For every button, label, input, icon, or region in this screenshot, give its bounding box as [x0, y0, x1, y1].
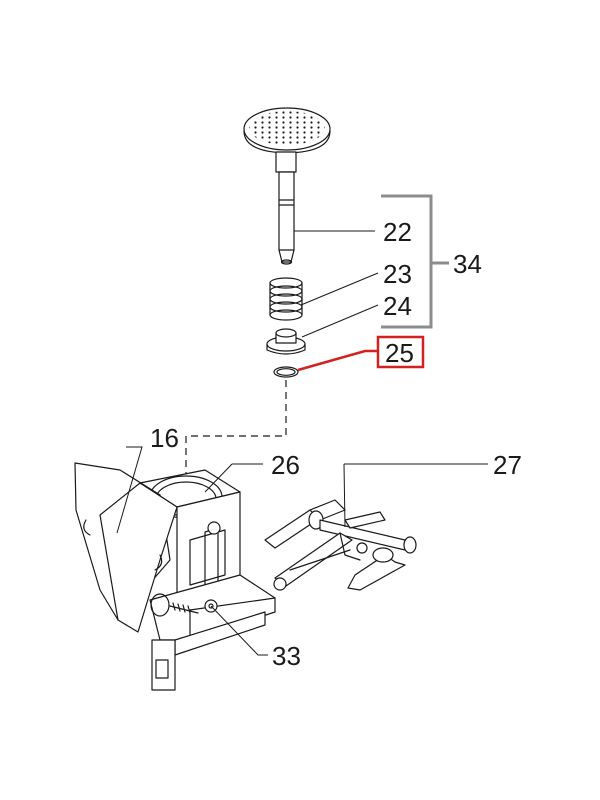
part-22-shower-plunger: [243, 107, 331, 265]
part-27-lever-assembly: [264, 499, 417, 591]
part-25-o-ring: [273, 366, 299, 378]
highlight-box-25: [376, 335, 425, 369]
label-22: 22: [383, 217, 412, 247]
label-25: 25: [385, 338, 414, 368]
label-26: 26: [271, 450, 300, 480]
label-27: 27: [493, 450, 522, 480]
part-16-shutter: [74, 462, 178, 633]
part-24-seat: [266, 328, 306, 355]
label-23: 23: [383, 259, 412, 289]
label-33: 33: [272, 641, 301, 671]
label-24: 24: [383, 291, 412, 321]
leader-lines: [116, 230, 488, 656]
label-34: 34: [453, 249, 482, 279]
part-23-spring: [269, 277, 303, 321]
label-16: 16: [150, 423, 179, 453]
assembly-line: [185, 380, 287, 495]
highlight-leader-25: [297, 349, 378, 372]
